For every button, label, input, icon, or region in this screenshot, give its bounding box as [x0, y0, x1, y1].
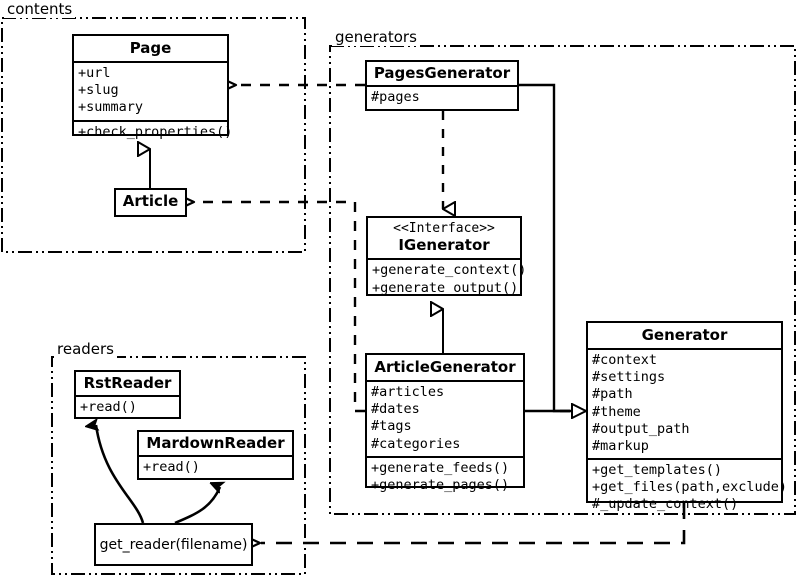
attribute-item: #articles [371, 384, 445, 401]
operation-item: +generate_feeds() [371, 459, 510, 476]
class-box-rst-reader[interactable]: RstReader +read() [74, 370, 181, 419]
class-attributes-generator: #context #settings #path #theme #output_… [588, 348, 781, 458]
class-operations-article-generator: +generate_feeds() +generate_pages() [367, 455, 523, 497]
class-name-rst-reader: RstReader [83, 374, 172, 392]
attribute-item: +url [78, 65, 111, 82]
operation-item: +get_files(path,exclude) [592, 479, 788, 496]
package-label-readers: readers [54, 340, 117, 358]
attribute-item: #context [592, 352, 658, 369]
class-box-page[interactable]: Page +url +slug +summary +check_properti… [72, 34, 232, 140]
package-label-generators: generators [332, 28, 420, 46]
edge-articlegenerator-to-article [195, 202, 365, 413]
class-operations-generator: +get_templates() +get_files(path,exclude… [588, 458, 788, 516]
package-label-contents: contents [4, 0, 76, 18]
attribute-item: +summary [78, 99, 144, 116]
attribute-item: #path [592, 386, 633, 403]
class-name-generator: Generator [641, 326, 728, 344]
class-box-article[interactable]: Article [114, 188, 187, 217]
class-operations-mardown-reader: +read() [139, 455, 292, 479]
operation-item: +check_properties() [78, 123, 233, 140]
class-name-article: Article [122, 192, 179, 210]
edge-pagesgenerator-to-generator [519, 83, 570, 413]
class-box-article-generator[interactable]: ArticleGenerator #articles #dates #tags … [365, 353, 525, 493]
operation-item: +generate_context() [372, 262, 527, 279]
attribute-item: #theme [592, 403, 641, 420]
class-operations-page: +check_properties() [74, 119, 233, 144]
class-name-mardown-reader: MardownReader [146, 434, 285, 452]
class-box-igenerator[interactable]: <<Interface>> IGenerator +generate_conte… [366, 216, 527, 299]
attribute-item: #settings [592, 369, 666, 386]
attribute-item: #tags [371, 418, 412, 435]
edge-get-reader-creates-rstreader [96, 425, 145, 524]
operation-item: #_update_context() [592, 496, 739, 513]
class-operations-rst-reader: +read() [76, 395, 179, 419]
class-name-pages-generator: PagesGenerator [373, 64, 511, 82]
attribute-item: #categories [371, 435, 461, 452]
class-box-pages-generator[interactable]: PagesGenerator #pages [365, 60, 519, 111]
class-operations-igenerator: +generate_context() +generate_output() [368, 258, 527, 299]
class-attributes-article-generator: #articles #dates #tags #categories [367, 380, 523, 456]
edge-get-reader-creates-mardownreader [174, 487, 220, 525]
attribute-item: #pages [371, 89, 420, 106]
class-attributes-page: +url +slug +summary [74, 61, 227, 119]
operation-item: +read() [80, 399, 137, 416]
class-box-generator[interactable]: Generator #context #settings #path #them… [586, 321, 787, 512]
class-name-igenerator: IGenerator [398, 236, 490, 255]
operation-item: +read() [143, 459, 200, 476]
class-stereotype-igenerator: <<Interface>> [393, 221, 495, 236]
attribute-item: +slug [78, 82, 119, 99]
class-name-article-generator: ArticleGenerator [374, 358, 516, 376]
class-name-page: Page [129, 39, 172, 57]
attribute-item: #markup [592, 437, 649, 454]
operation-item: +generate_pages() [371, 476, 510, 493]
operation-item: +get_templates() [592, 462, 723, 479]
function-label-get-reader: get_reader(filename) [99, 536, 248, 553]
class-attributes-pages-generator: #pages [367, 85, 517, 109]
attribute-item: #output_path [592, 420, 690, 437]
class-box-mardown-reader[interactable]: MardownReader +read() [137, 430, 294, 480]
function-box-get-reader[interactable]: get_reader(filename) [94, 523, 253, 566]
operation-item: +generate_output() [372, 279, 519, 296]
attribute-item: #dates [371, 401, 420, 418]
